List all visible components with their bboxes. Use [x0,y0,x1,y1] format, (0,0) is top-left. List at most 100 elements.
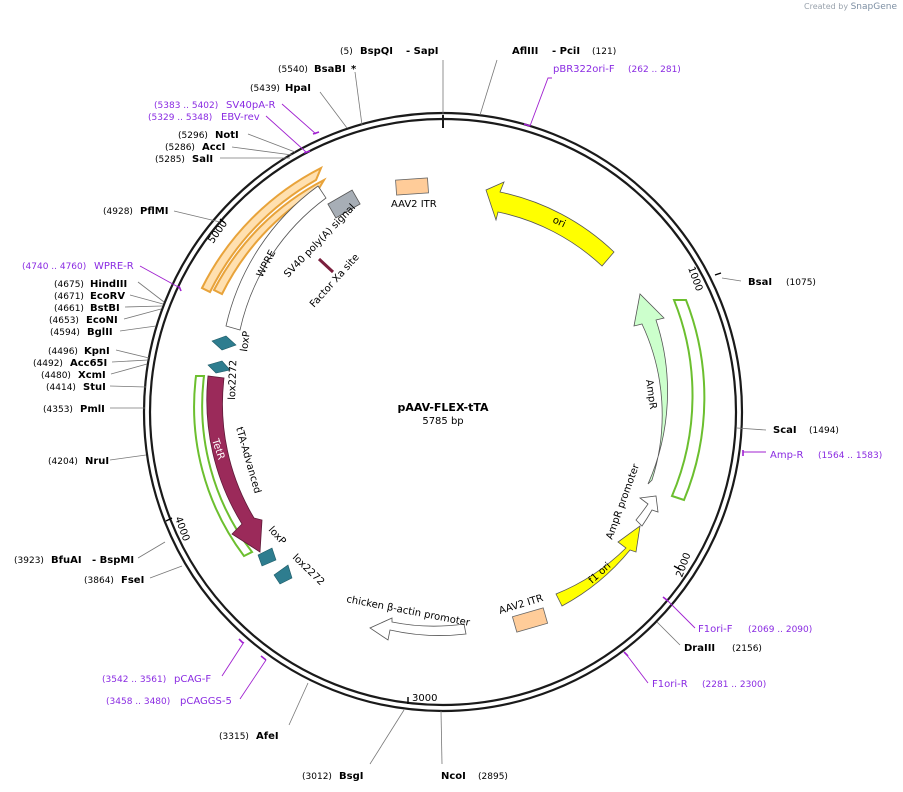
sv40-polya-feature[interactable] [327,189,361,219]
primer-pbr322ori-name[interactable]: pBR322ori-F [553,64,615,75]
enzyme-fsei-coord: (3864) [84,576,114,586]
primer-wpre-r-name[interactable]: WPRE-R [94,261,134,272]
primer-mark-pbr322ori [523,123,531,127]
enzyme-draiii-name[interactable]: DraIII [684,643,715,654]
enzyme-econi-name[interactable]: EcoNI [86,315,118,326]
snapgene-brand: Created by SnapGene [804,2,897,12]
primer-pcag-f-name[interactable]: pCAG-F [174,674,211,685]
enzyme-labels: (5) BspQI - SapI (5540) BsaBI * (5439) H… [14,46,839,782]
enzyme-hpai-coord: (5439) [250,84,280,94]
f1-ori-arrow[interactable] [555,525,641,607]
primer-pcaggs5-name[interactable]: pCAGGS-5 [180,696,232,707]
primer-leader-f1ori-f [665,598,696,629]
enzyme-sapi-name[interactable]: - SapI [406,46,438,57]
tick-label-5000: 5000 [206,219,230,246]
enzyme-acc65i-name[interactable]: Acc65I [70,358,107,369]
enzyme-stui-coord: (4414) [46,383,76,393]
enzyme-bsabi-star: * [351,64,357,75]
primer-f1ori-f-name[interactable]: F1ori-F [698,624,733,635]
primer-pbr322ori-range: (262 .. 281) [628,65,681,75]
primer-f1ori-r-name[interactable]: F1ori-R [652,679,688,690]
tick-1000 [714,272,722,276]
enzyme-draiii-coord: (2156) [732,644,762,654]
ampr-orf-line [670,299,706,502]
enzyme-xcmi-coord: (4480) [41,371,71,381]
ori-arrow[interactable] [485,181,615,267]
enzyme-bspqi-name[interactable]: BspQI [360,46,393,57]
enzyme-nrui-coord: (4204) [48,457,78,467]
enzyme-bspmi-name[interactable]: - BspMI [92,555,134,566]
enzyme-bsai-name[interactable]: BsaI [748,277,772,288]
enzyme-xcmi-name[interactable]: XcmI [78,370,106,381]
enzyme-ecorv-name[interactable]: EcoRV [90,291,125,302]
tick-label-3000: 3000 [412,693,437,704]
enzyme-nrui-name[interactable]: NruI [85,456,109,467]
enzyme-bglii-name[interactable]: BglII [87,327,113,338]
primer-f1ori-f-range: (2069 .. 2090) [748,625,812,635]
enzyme-pcii-name[interactable]: - PciI [552,46,580,57]
chicken-promoter-arrow[interactable] [369,617,467,641]
enzyme-bfuai-name[interactable]: BfuAI [51,555,82,566]
primer-sv40pa-r-name[interactable]: SV40pA-R [226,100,275,111]
primer-mark-sv40pa-r [312,131,320,135]
enzyme-bstbi-name[interactable]: BstBI [90,303,120,314]
enzyme-bglii-coord: (4594) [50,328,80,338]
primer-pcag-f-range: (3542 .. 3561) [102,675,166,685]
plasmid-name: pAAV-FLEX-tTA [397,401,489,414]
primer-f1ori-r-range: (2281 .. 2300) [702,680,766,690]
lox2272-bottom[interactable] [273,564,293,585]
primer-ampr-name[interactable]: Amp-R [770,450,804,461]
enzyme-bstbi-coord: (4661) [54,304,84,314]
enzyme-hpai-name[interactable]: HpaI [285,83,311,94]
enzyme-pmli-name[interactable]: PmlI [80,404,105,415]
ori-label: ori [551,215,567,230]
primer-mark-pcag-f [238,638,244,644]
primer-ebv-rev-range: (5329 .. 5348) [148,113,212,123]
tick-4000 [165,517,173,522]
aav2-itr-top[interactable] [395,177,429,196]
primer-pcaggs5-range: (3458 .. 3480) [106,697,170,707]
tick-2000 [673,565,682,571]
enzyme-hindiii-name[interactable]: HindIII [90,279,127,290]
ampr-promoter-arrow[interactable] [635,495,659,527]
enzyme-pflmi-name[interactable]: PflMI [140,206,168,217]
enzyme-sali-name[interactable]: SalI [192,154,213,165]
enzyme-noti-name[interactable]: NotI [215,130,239,141]
loxp-bottom-label: loxP [266,525,288,548]
primer-ebv-rev-name[interactable]: EBV-rev [221,112,260,123]
snapgene-logo: SnapGene [850,2,897,12]
ampr-arrow[interactable] [633,293,668,485]
aav2-itr-bottom[interactable] [511,607,549,633]
plasmid-size: 5785 bp [422,416,463,427]
enzyme-bsabi-name[interactable]: BsaBI [314,64,346,75]
enzyme-bsgi-name[interactable]: BsgI [339,771,363,782]
enzyme-scai-name[interactable]: ScaI [773,425,797,436]
enzyme-ncoi-coord: (2895) [478,772,508,782]
factor-xa-label: Factor Xa site [308,252,362,310]
primer-leader-pcaggs5 [239,659,267,700]
enzyme-acc65i-coord: (4492) [33,359,63,369]
enzyme-acci-coord: (5286) [165,143,195,153]
lox2272-left-label: lox2272 [227,360,239,400]
enzyme-stui-name[interactable]: StuI [83,382,106,393]
enzyme-afliii-name[interactable]: AflIII [512,46,538,57]
factor-xa-site[interactable] [317,257,335,274]
wpre-feature[interactable] [225,185,327,331]
lox2272-left[interactable] [207,360,231,374]
enzyme-fsei-name[interactable]: FseI [121,575,144,586]
enzyme-acci-name[interactable]: AccI [202,142,225,153]
tta-orf-line [193,375,254,558]
enzyme-kpni-name[interactable]: KpnI [84,346,110,357]
aav2-itr-top-label: AAV2 ITR [391,199,437,210]
primer-leader-pbr322ori [529,77,552,127]
enzyme-bsgi-coord: (3012) [302,772,332,782]
enzyme-afei-name[interactable]: AfeI [256,731,279,742]
loxp-left[interactable] [211,335,237,351]
enzyme-pflmi-coord: (4928) [103,207,133,217]
enzyme-afei-coord: (3315) [219,732,249,742]
tick-label-2000: 2000 [674,551,693,579]
enzyme-ncoi-name[interactable]: NcoI [441,771,466,782]
tetr-arrow[interactable] [206,375,263,553]
loxp-bottom[interactable] [257,547,277,567]
